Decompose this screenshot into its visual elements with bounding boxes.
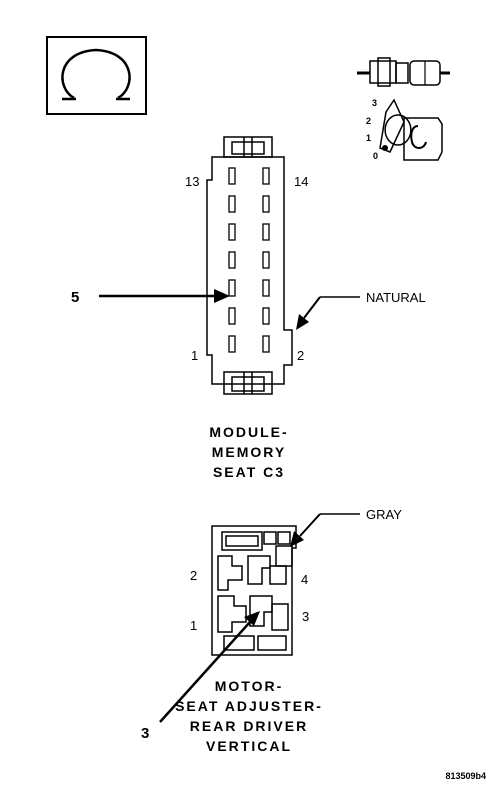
c3-probe-pin-label: 5 xyxy=(71,289,79,306)
connector-c3 xyxy=(206,136,293,395)
motor-title-line-1: MOTOR- xyxy=(215,678,284,694)
c3-color-label: NATURAL xyxy=(366,290,426,305)
motor-probe-pin-label: 3 xyxy=(141,725,149,742)
c3-cavity xyxy=(262,251,270,269)
c3-cavity xyxy=(262,307,270,325)
c3-cavity xyxy=(262,167,270,185)
figure-code: 813509b4 xyxy=(445,771,486,781)
c3-probe-arrow xyxy=(99,289,230,303)
c3-cavity xyxy=(228,251,236,269)
c3-cavity xyxy=(228,279,236,297)
c3-pin-2-label: 2 xyxy=(297,348,304,363)
c3-cavity xyxy=(262,195,270,213)
motor-pin-4-label: 4 xyxy=(301,572,308,587)
c3-cavity xyxy=(262,223,270,241)
ohm-icon xyxy=(46,36,147,115)
c3-cavity xyxy=(228,167,236,185)
c3-cavity xyxy=(262,335,270,353)
motor-title-line-4: VERTICAL xyxy=(206,738,292,754)
ignition-position-3: 3 xyxy=(372,98,377,108)
c3-pin-1-label: 1 xyxy=(191,348,198,363)
ignition-position-1: 1 xyxy=(366,133,371,143)
c3-cavity xyxy=(228,335,236,353)
c3-color-callout xyxy=(296,296,360,330)
c3-cavity xyxy=(228,307,236,325)
motor-color-label: GRAY xyxy=(366,507,402,522)
ignition-position-0: 0 xyxy=(373,151,378,161)
c3-cavity xyxy=(228,195,236,213)
c3-pin-14-label: 14 xyxy=(294,174,308,189)
motor-pin-2-label: 2 xyxy=(190,568,197,583)
motor-title-line-3: REAR DRIVER xyxy=(190,718,308,734)
c3-pin-13-label: 13 xyxy=(185,174,199,189)
ignition-key-icon xyxy=(357,57,450,161)
motor-color-callout xyxy=(290,513,360,547)
motor-pin-1-label: 1 xyxy=(190,618,197,633)
c3-title-line-3: SEAT C3 xyxy=(213,464,285,480)
c3-title-line-2: MEMORY xyxy=(212,444,286,460)
ignition-position-2: 2 xyxy=(366,116,371,126)
c3-cavities xyxy=(228,167,270,353)
connector-motor xyxy=(211,525,297,656)
motor-title-line-2: SEAT ADJUSTER- xyxy=(175,698,323,714)
motor-pin-3-label: 3 xyxy=(302,609,309,624)
c3-cavity xyxy=(262,279,270,297)
c3-title-line-1: MODULE- xyxy=(209,424,288,440)
motor-probe-arrow xyxy=(159,611,260,723)
c3-cavity xyxy=(228,223,236,241)
